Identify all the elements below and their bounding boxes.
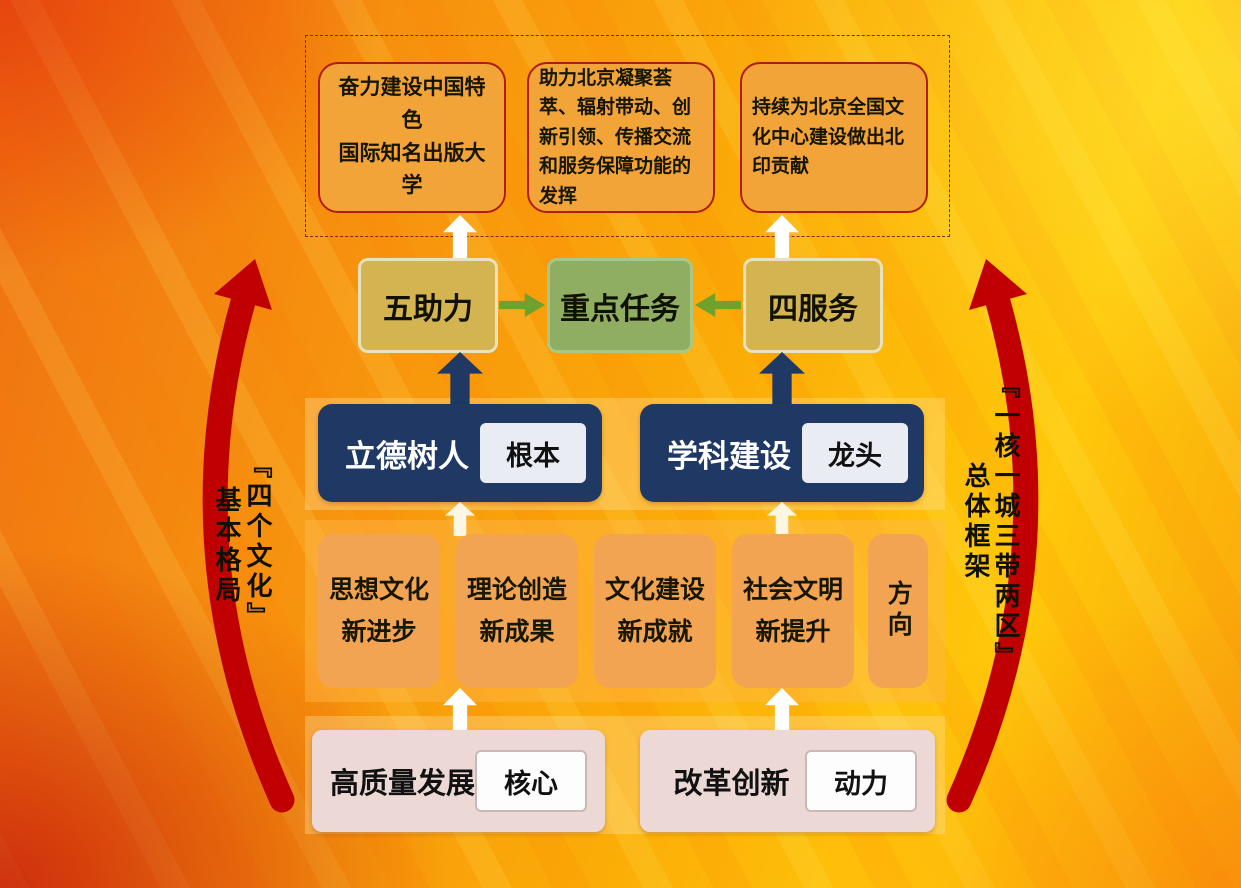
right-side-label-secondary: 总体框架 [961, 462, 991, 582]
culture-box-ideology: 思想文化 新进步 [318, 534, 440, 688]
task-label: 四服务 [768, 292, 858, 326]
pillar-box-moral-education: 立德树人 根本 [318, 404, 602, 502]
culture-label: 方向 [884, 580, 913, 642]
goal-text: 持续为北京全国文化中心建设做出北印贡献 [752, 97, 905, 178]
pillar-box-discipline-building: 学科建设 龙头 [640, 404, 924, 502]
goal-box-culture-center: 持续为北京全国文化中心建设做出北印贡献 [740, 62, 928, 213]
goal-box-university: 奋力建设中国特色 国际知名出版大学 [318, 62, 506, 213]
task-box-five-assists: 五助力 [358, 258, 498, 353]
green-arrow-left-to-center [499, 293, 545, 317]
culture-box-theory: 理论创造 新成果 [456, 534, 578, 688]
culture-box-cultural-building: 文化建设 新成就 [594, 534, 716, 688]
culture-label: 思想文化 新进步 [328, 575, 429, 647]
task-label: 五助力 [383, 292, 473, 326]
right-side-label-primary: 『一核一城三带两区』 [991, 372, 1021, 672]
task-box-four-services: 四服务 [743, 258, 883, 353]
culture-label: 文化建设 新成就 [604, 575, 705, 647]
culture-label: 理论创造 新成果 [466, 575, 567, 647]
goal-box-beijing-functions: 助力北京凝聚荟萃、辐射带动、创新引领、传播交流和服务保障功能的发挥 [527, 62, 715, 213]
pillar-title: 立德树人 [345, 438, 469, 474]
task-box-key-tasks: 重点任务 [547, 258, 693, 353]
driver-title: 改革创新 [673, 768, 790, 800]
driver-tag: 动力 [805, 750, 917, 812]
culture-box-social-civilization: 社会文明 新提升 [732, 534, 854, 688]
driver-box-reform-innovation: 改革创新 动力 [640, 730, 935, 832]
left-curve-arrowhead [214, 259, 272, 310]
pillar-tag: 根本 [480, 423, 586, 483]
goal-text: 奋力建设中国特色 国际知名出版大学 [338, 76, 486, 198]
goals-outline [305, 35, 950, 237]
driver-title: 高质量发展 [330, 768, 476, 800]
culture-box-direction: 方向 [868, 534, 928, 688]
left-side-label-primary: 『四个文化』 [243, 452, 273, 632]
driver-tag: 核心 [475, 750, 587, 812]
pillar-title: 学科建设 [667, 438, 791, 474]
left-side-label-secondary: 基本格局 [212, 486, 242, 606]
culture-label: 社会文明 新提升 [742, 575, 843, 647]
right-curve-arrowhead [969, 259, 1027, 310]
green-arrow-right-to-center [695, 293, 741, 317]
pillar-tag: 龙头 [802, 423, 908, 483]
driver-box-high-quality-development: 高质量发展 核心 [312, 730, 605, 832]
goal-text: 助力北京凝聚荟萃、辐射带动、创新引领、传播交流和服务保障功能的发挥 [539, 67, 692, 207]
task-label: 重点任务 [560, 292, 680, 326]
